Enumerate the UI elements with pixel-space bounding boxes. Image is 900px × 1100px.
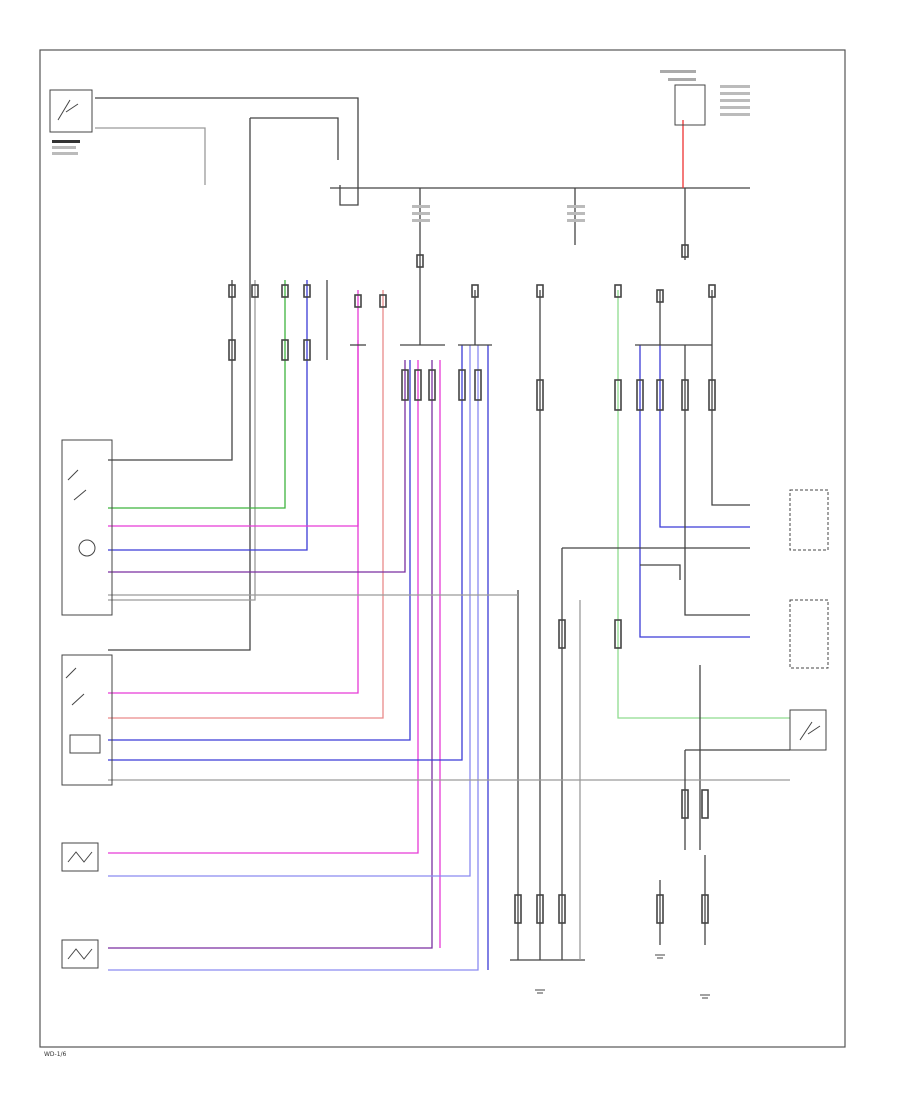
right-relay-1 (789, 489, 829, 551)
right-blue-1 (659, 345, 750, 528)
fuse-box-top-right (660, 70, 750, 126)
right-wire-3 (711, 290, 750, 506)
pink-wire-1 (108, 290, 359, 527)
passenger-seat-control-module (61, 654, 113, 786)
figure-number: WD-1/6 (44, 1051, 67, 1058)
connectors-upper (228, 244, 716, 308)
diagram-frame (39, 49, 846, 1048)
right-wire-2 (684, 345, 750, 616)
ground-symbols (535, 954, 710, 999)
wire-top-left-1 (95, 97, 359, 206)
violet-wire-1 (108, 360, 406, 573)
blue-wire-1 (108, 345, 463, 761)
v-wire-green (108, 280, 286, 509)
right-rear-heater (61, 939, 99, 969)
v-wire-2 (108, 280, 256, 601)
connectors-lower (514, 619, 709, 924)
connectors-middle (228, 339, 716, 411)
right-wire-6 (640, 564, 681, 580)
wire-top-left-2 (95, 127, 206, 185)
blue-wire-2 (108, 345, 471, 877)
violet-wire-3 (108, 360, 419, 854)
driver-seat-control-module (61, 439, 113, 616)
right-switch (789, 709, 827, 751)
right-blue-2 (639, 345, 750, 638)
v-wire-blue (108, 280, 308, 551)
wire-top-left-4 (108, 118, 251, 651)
salmon-wire-1 (108, 290, 384, 719)
blue-wire-3 (108, 345, 479, 971)
pink-wire-2 (108, 340, 359, 694)
driver-seat-switch (49, 89, 93, 155)
right-green-wire (617, 290, 790, 719)
right-relay-2 (789, 599, 829, 669)
fuse-1 (412, 188, 430, 290)
fuse-2 (567, 188, 585, 245)
left-rear-heater (61, 842, 99, 872)
violet-wire-4 (108, 360, 433, 949)
v-wire-1 (108, 280, 233, 461)
violet-wire-2 (108, 360, 411, 741)
wire-top-left-3 (250, 117, 339, 160)
